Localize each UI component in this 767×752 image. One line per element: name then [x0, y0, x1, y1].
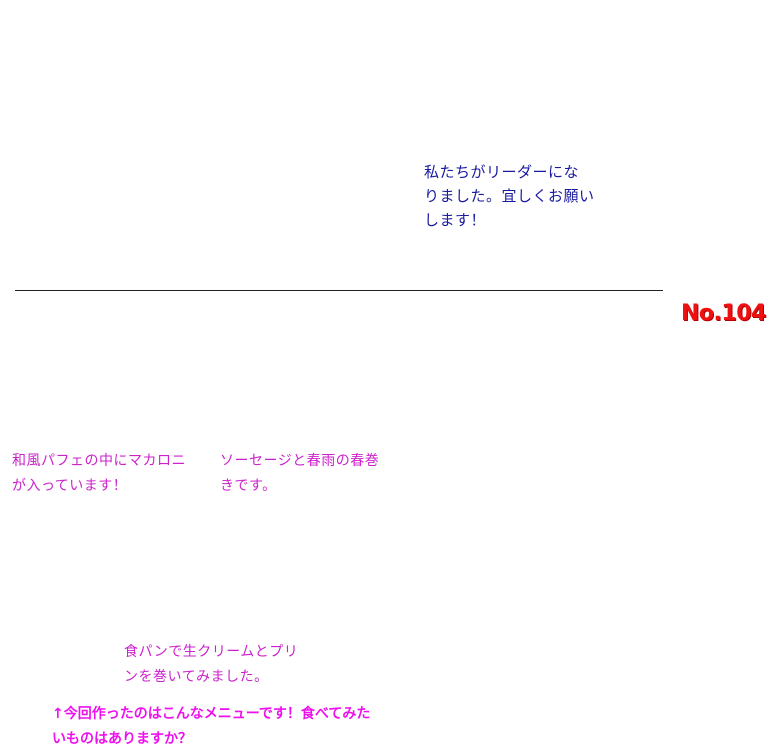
leader-message-line: 私たちがリーダーにな	[424, 163, 580, 181]
leader-message-line: りました。宜しくお願い	[424, 187, 595, 205]
photo-caption-spring-roll: ソーセージと春雨の春巻 きです。	[220, 449, 395, 499]
issue-number: No.104	[681, 301, 766, 326]
footer-note-line: いものはありますか？	[52, 731, 192, 747]
photo-caption-bread-roll: 食パンで生クリームとプリ ンを巻いてみました。	[124, 640, 309, 690]
horizontal-divider	[15, 290, 663, 291]
footer-note-text: 今回作ったのはこんなメニューです！食べてみた	[63, 706, 371, 722]
caption-line: きです。	[220, 478, 277, 494]
leader-message: 私たちがリーダーにな りました。宜しくお願い します！	[424, 160, 614, 232]
caption-line: 和風パフェの中にマカロニ	[12, 453, 186, 469]
photo-caption-parfait: 和風パフェの中にマカロニ が入っています！	[12, 449, 202, 499]
leader-message-line: します！	[424, 211, 487, 229]
caption-line: が入っています！	[12, 478, 128, 494]
caption-line: 食パンで生クリームとプリ	[124, 644, 299, 660]
up-arrow-icon: ↑	[52, 706, 64, 722]
caption-line: ソーセージと春雨の春巻	[220, 453, 380, 469]
footer-note-line: ↑今回作ったのはこんなメニューです！食べてみた	[52, 702, 382, 727]
footer-note: ↑今回作ったのはこんなメニューです！食べてみた いものはありますか？	[52, 702, 382, 752]
caption-line: ンを巻いてみました。	[124, 669, 269, 685]
